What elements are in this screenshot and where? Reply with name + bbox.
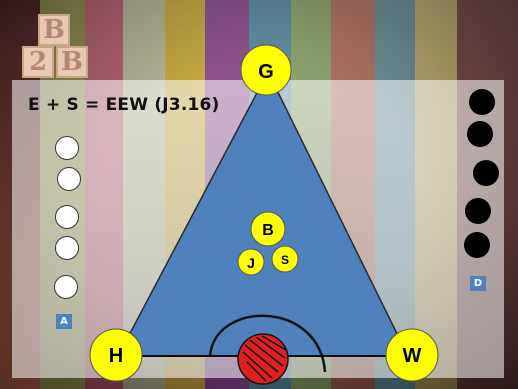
logo-block-left: 2 [22, 46, 54, 78]
white-circle[interactable] [57, 167, 81, 191]
white-circle[interactable] [54, 275, 78, 299]
black-circle[interactable] [464, 232, 490, 258]
vertex-node-h[interactable]: H [89, 328, 143, 382]
tag-d: D [470, 276, 486, 291]
vertex-label-g: G [258, 61, 274, 83]
vertex-node-g[interactable]: G [240, 44, 292, 96]
inner-label-s: S [281, 253, 289, 267]
inner-node-s[interactable]: S [271, 245, 299, 273]
white-circle[interactable] [55, 136, 79, 160]
logo-block-right: B [56, 46, 88, 78]
vertex-node-w[interactable]: W [385, 328, 439, 382]
red-ball [237, 333, 289, 385]
black-circle[interactable] [473, 160, 499, 186]
black-circle[interactable] [469, 89, 495, 115]
inner-label-j: J [247, 255, 255, 271]
arc-curve [208, 314, 327, 373]
black-circle[interactable] [467, 121, 493, 147]
vertex-label-w: W [403, 345, 422, 367]
tag-a: A [56, 314, 72, 329]
equation-text: E + S = EEW (J3.16) [28, 95, 220, 115]
inner-label-b: B [262, 222, 274, 239]
vertex-label-h: H [109, 345, 123, 367]
black-circle[interactable] [465, 198, 491, 224]
inner-node-b[interactable]: B [250, 211, 286, 247]
inner-node-j[interactable]: J [237, 248, 265, 276]
white-circle[interactable] [55, 236, 79, 260]
white-circle[interactable] [55, 205, 79, 229]
logo-block-top: B [38, 14, 70, 46]
